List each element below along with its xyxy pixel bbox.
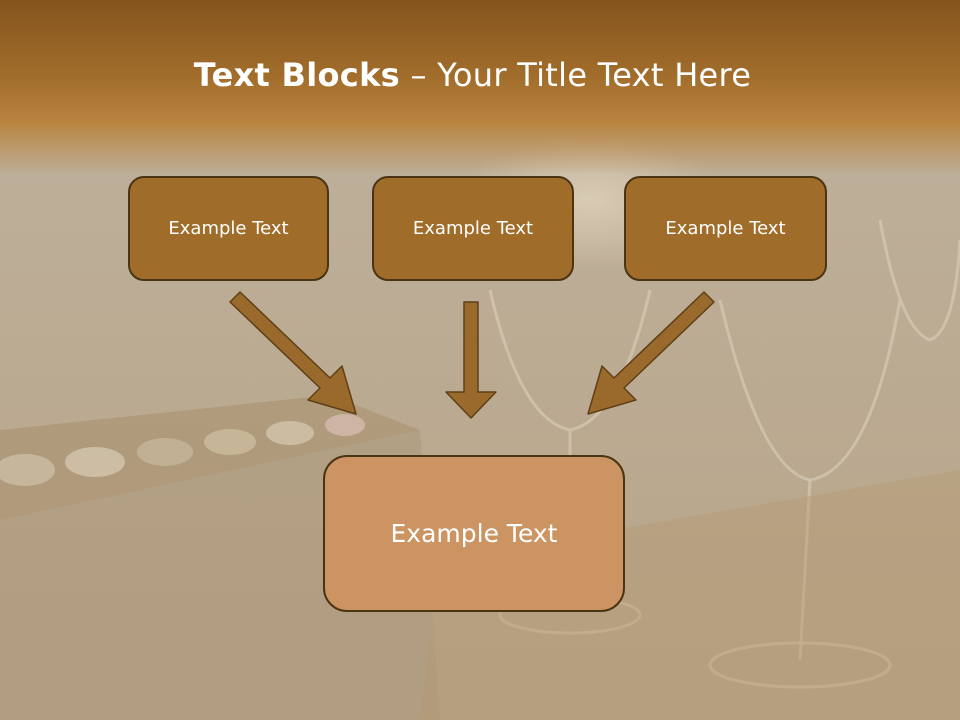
text-block-bottom-label: Example Text [390,519,558,548]
title-bold: Text Blocks [193,56,401,94]
arrow-right-icon [587,291,715,415]
text-block-left-label: Example Text [168,218,289,239]
text-block-center-label: Example Text [412,218,534,239]
text-block-bottom[interactable]: Example Text [323,455,625,612]
text-block-right[interactable]: Example Text [624,176,827,281]
arrow-left-icon [229,291,357,415]
header-band [0,0,960,175]
arrow-center-icon [445,301,497,419]
text-block-center[interactable]: Example Text [372,176,574,281]
title-rest: Your Title Text Here [437,56,752,94]
title-dash: – [400,56,438,94]
text-block-left[interactable]: Example Text [128,176,329,281]
text-block-right-label: Example Text [665,218,786,239]
page-title: Text Blocks – Your Title Text Here [0,56,945,94]
